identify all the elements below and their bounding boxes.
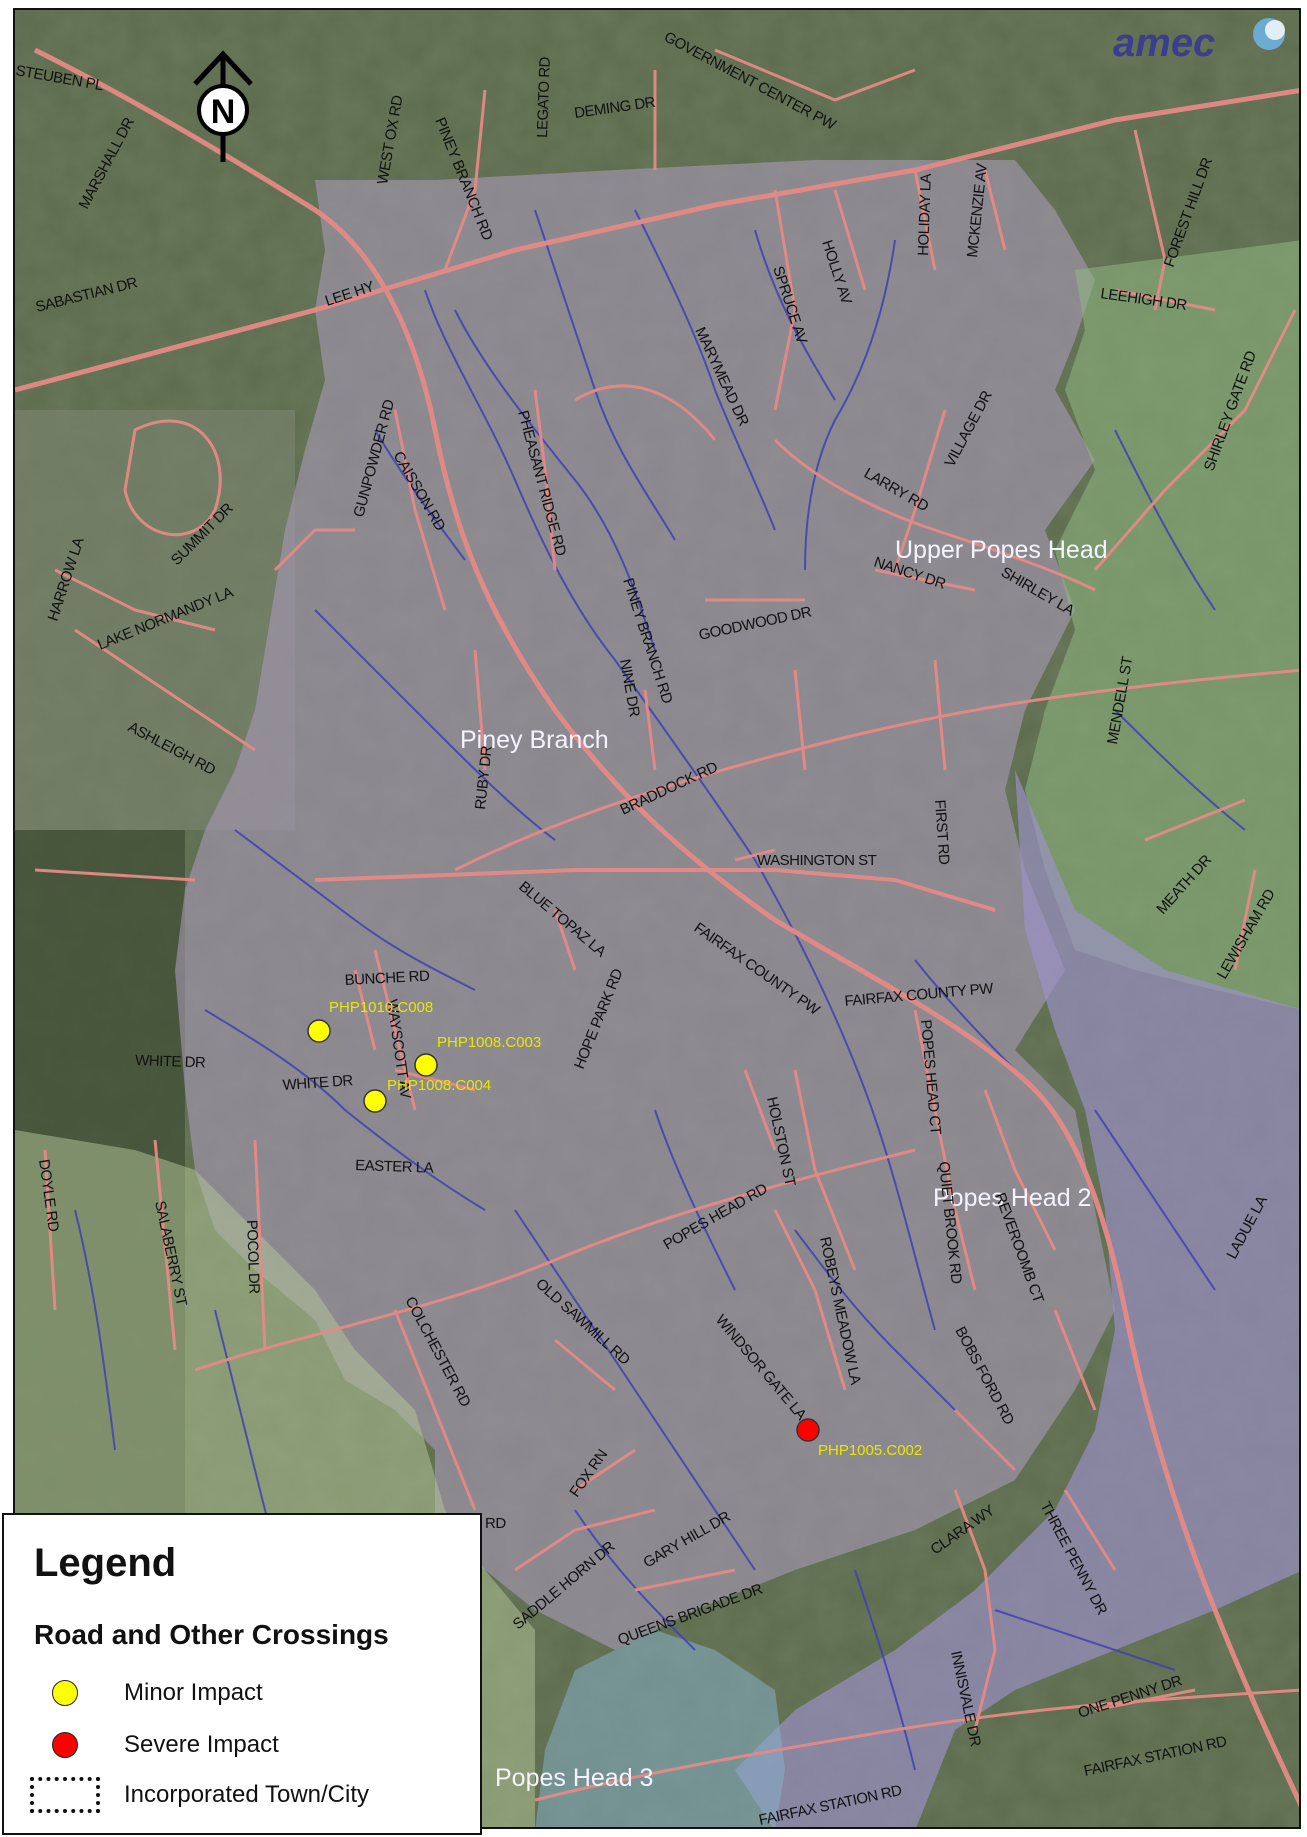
- label-first-rd: FIRST RD: [931, 799, 953, 866]
- logo-text: amec: [1113, 21, 1215, 65]
- label-white-dr-a: WHITE DR: [135, 1052, 206, 1071]
- area-label-popes-head-3: Popes Head 3: [495, 1764, 653, 1792]
- watershed-popes-head-3: [535, 1630, 785, 1827]
- crossing-label-php1010-c008: PHP1010.C008: [329, 999, 433, 1016]
- crossing-label-php1005-c002: PHP1005.C002: [818, 1442, 922, 1459]
- minor-impact-icon: [52, 1680, 78, 1706]
- legend-label-severe: Severe Impact: [124, 1731, 279, 1758]
- legend-label-incorporated: Incorporated Town/City: [124, 1781, 370, 1808]
- label-legato-rd: LEGATO RD: [534, 56, 554, 138]
- legend-row-incorporated: Incorporated Town/City: [30, 1777, 369, 1813]
- label-rd-fragment: RD: [485, 1515, 506, 1532]
- crossing-label-php1008-c003: PHP1008.C003: [437, 1034, 541, 1051]
- marker-minor-php1008-c003[interactable]: [414, 1053, 438, 1077]
- area-label-piney-branch: Piney Branch: [460, 726, 609, 754]
- area-label-popes-head-2: Popes Head 2: [933, 1184, 1091, 1212]
- severe-impact-icon: [52, 1732, 78, 1758]
- marker-severe-php1005-c002[interactable]: [796, 1418, 820, 1442]
- marker-minor-php1010-c008[interactable]: [307, 1019, 331, 1043]
- label-easter-la: EASTER LA: [355, 1157, 434, 1177]
- legend-subtitle: Road and Other Crossings: [34, 1619, 389, 1650]
- legend-row-severe: Severe Impact: [30, 1727, 279, 1763]
- north-arrow-letter: N: [211, 93, 236, 131]
- crossing-label-php1008-c004: PHP1008.C004: [387, 1077, 491, 1094]
- streams: [74, 209, 1246, 1771]
- area-label-upper-popes-head: Upper Popes Head: [895, 536, 1108, 564]
- dotted-boundary-icon: [30, 1777, 100, 1813]
- roads: [15, 47, 1299, 1808]
- label-ruby-dr: RUBY DR: [472, 745, 496, 811]
- legend-label-minor: Minor Impact: [124, 1679, 263, 1706]
- crossing-markers: PHP1010.C008 PHP1008.C003 PHP1008.C004 P…: [307, 999, 922, 1459]
- label-white-dr-b: WHITE DR: [282, 1072, 354, 1094]
- legend-panel: Legend Road and Other Crossings Minor Im…: [2, 1513, 482, 1835]
- label-washington-st: WASHINGTON ST: [757, 852, 877, 869]
- watershed-popes-head-2: [735, 770, 1299, 1827]
- label-bunche-rd: BUNCHE RD: [344, 968, 430, 989]
- marker-minor-php1008-c004[interactable]: [363, 1089, 387, 1113]
- amec-logo: amec: [1113, 18, 1285, 65]
- legend-title: Legend: [34, 1541, 177, 1585]
- north-arrow: N: [193, 50, 253, 162]
- label-pocol-dr: POCOL DR: [243, 1220, 263, 1295]
- label-holiday-la: HOLIDAY LA: [915, 173, 935, 256]
- watershed-piney-branch: [175, 160, 1115, 1650]
- legend-row-minor: Minor Impact: [30, 1675, 263, 1711]
